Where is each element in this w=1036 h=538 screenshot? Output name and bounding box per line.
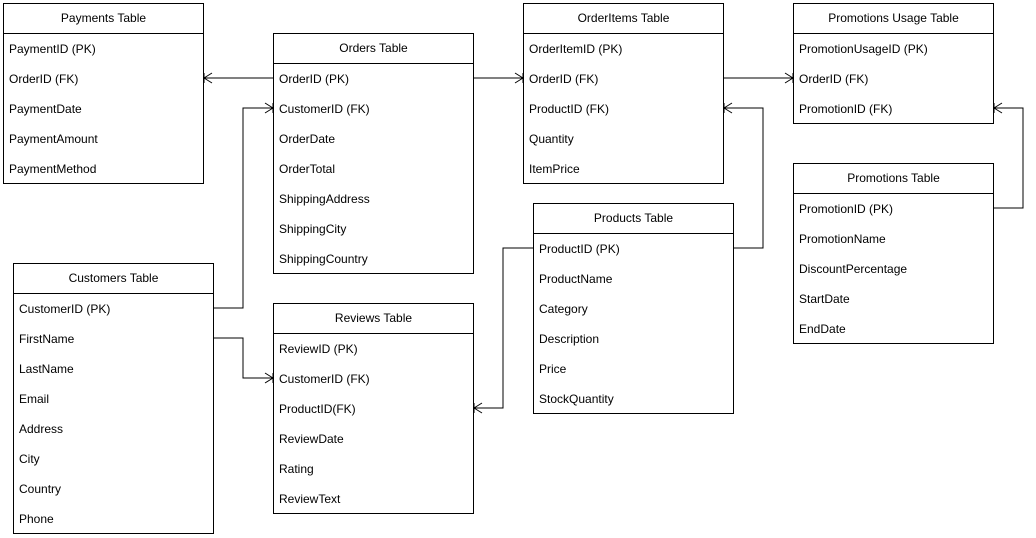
table-field: ItemPrice [529,162,580,176]
table-field: Quantity [529,132,574,146]
table-field: PromotionName [799,232,886,246]
table-title: Reviews Table [274,304,473,334]
relationship-orders-payments [203,72,274,84]
payments-table[interactable]: Payments Table PaymentID (PK) OrderID (FK… [3,3,204,184]
orders-table[interactable]: Orders Table OrderID (PK) CustomerID (FK)… [273,33,474,274]
table-field: OrderID (FK) [529,72,599,86]
table-field: ShippingCity [279,222,347,236]
table-field: EndDate [799,322,846,336]
promotions-usage-table[interactable]: Promotions Usage Table PromotionUsageID … [793,3,994,124]
table-field: DiscountPercentage [799,262,908,276]
table-field: CustomerID (PK) [19,302,111,316]
table-title: Promotions Usage Table [794,4,993,34]
table-field: OrderTotal [279,162,336,176]
table-title: Orders Table [274,34,473,64]
table-title: OrderItems Table [524,4,723,34]
table-field: OrderID (FK) [799,72,869,86]
table-field: Phone [19,512,54,526]
table-field: Rating [279,462,314,476]
table-field: OrderID (FK) [9,72,79,86]
table-field: PromotionID (FK) [799,102,893,116]
table-field: ReviewText [279,492,341,506]
orderitems-table[interactable]: OrderItems Table OrderItemID (PK) OrderID… [523,3,724,184]
table-field: ProductName [539,272,613,286]
table-field: ReviewID (PK) [279,342,358,356]
table-field: Address [19,422,64,436]
table-field: ReviewDate [279,432,344,446]
relationship-products-orderitems [723,102,764,249]
table-field: StartDate [799,292,850,306]
relationship-products-reviews [473,247,534,414]
table-field: PaymentID (PK) [9,42,96,56]
crowfoot-many-marker [993,102,1003,114]
products-table[interactable]: Products Table ProductID (PK) ProductName… [533,203,734,414]
table-field: ProductID(FK) [279,402,356,416]
relationship-orders-orderitems [473,72,524,84]
reviews-table[interactable]: Reviews Table ReviewID (PK) CustomerID (F… [273,303,474,514]
relationship-customers-reviews [213,337,274,384]
table-field: ShippingAddress [279,192,370,206]
table-field: PaymentAmount [9,132,98,146]
table-field: PromotionID (PK) [799,202,894,216]
crowfoot-many-marker [473,402,483,414]
table-field: Category [539,302,588,316]
table-field: LastName [19,362,74,376]
table-field: OrderID (PK) [279,72,350,86]
table-field: PromotionUsageID (PK) [799,42,928,56]
table-field: FirstName [19,332,75,346]
table-field: CustomerID (FK) [279,372,370,386]
relationship-customers-orders [213,102,274,309]
table-title: Products Table [534,204,733,234]
table-field: City [19,452,40,466]
table-field: ProductID (PK) [539,242,620,256]
table-field: Country [19,482,62,496]
table-field: CustomerID (FK) [279,102,370,116]
relationship-orderitems-promotions-usage [723,72,794,84]
table-field: ShippingCountry [279,252,368,266]
table-field: Email [19,392,50,406]
table-title: Payments Table [4,4,203,34]
table-field: PaymentMethod [9,162,97,176]
relationship-promotions-promotions-usage [993,102,1024,209]
table-field: ProductID (FK) [529,102,610,116]
table-field: OrderItemID (PK) [529,42,623,56]
table-field: StockQuantity [539,392,614,406]
table-field: OrderDate [279,132,336,146]
table-field: Description [539,332,600,346]
table-field: Price [539,362,567,376]
crowfoot-many-marker [203,72,213,84]
promotions-table[interactable]: Promotions Table PromotionID (PK) Promoti… [793,163,994,344]
table-title: Customers Table [14,264,213,294]
table-title: Promotions Table [794,164,993,194]
table-field: PaymentDate [9,102,82,116]
customers-table[interactable]: Customers Table CustomerID (PK) FirstName… [13,263,214,534]
crowfoot-many-marker [723,102,733,114]
